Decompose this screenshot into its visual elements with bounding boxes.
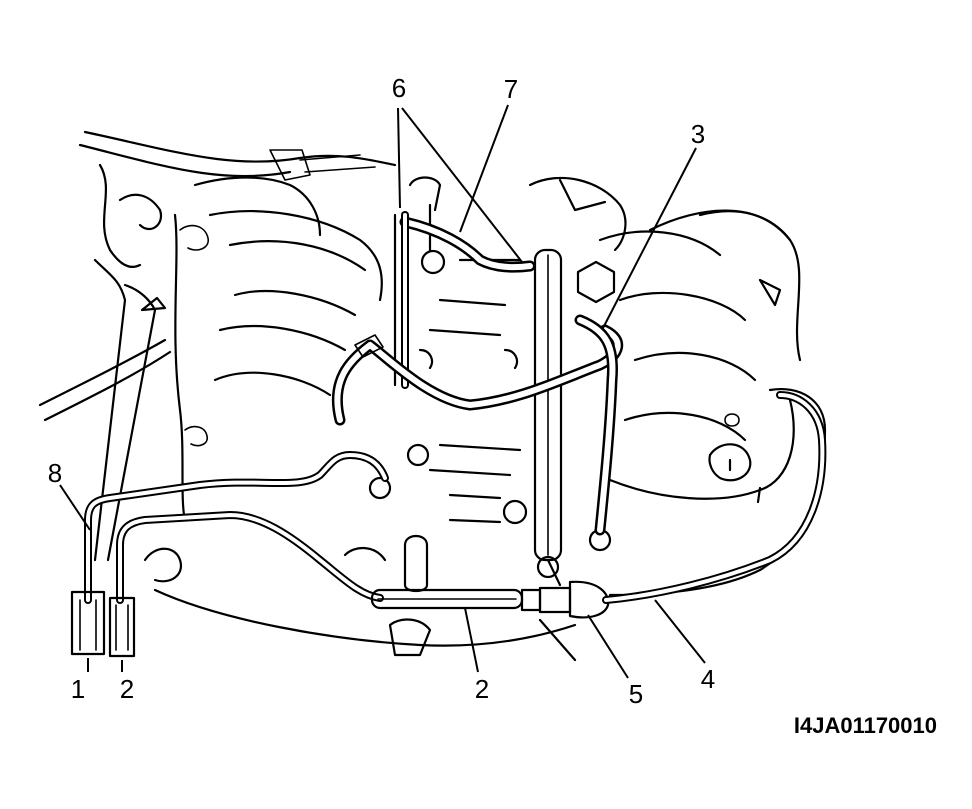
callout-4: 4 — [701, 664, 715, 694]
callout-2-left: 2 — [120, 674, 134, 704]
callout-labels: 6 7 3 8 1 2 2 5 4 I4JA01170010 — [48, 73, 937, 738]
callout-1: 1 — [71, 674, 85, 704]
callout-6: 6 — [392, 73, 406, 103]
callout-3: 3 — [691, 119, 705, 149]
callout-2-center: 2 — [475, 674, 489, 704]
figure-code: I4JA01170010 — [794, 713, 937, 738]
fuel-lines — [70, 211, 827, 658]
leader-lines — [59, 104, 706, 679]
callout-5: 5 — [629, 679, 643, 709]
callout-8: 8 — [48, 458, 62, 488]
callout-7: 7 — [504, 74, 518, 104]
